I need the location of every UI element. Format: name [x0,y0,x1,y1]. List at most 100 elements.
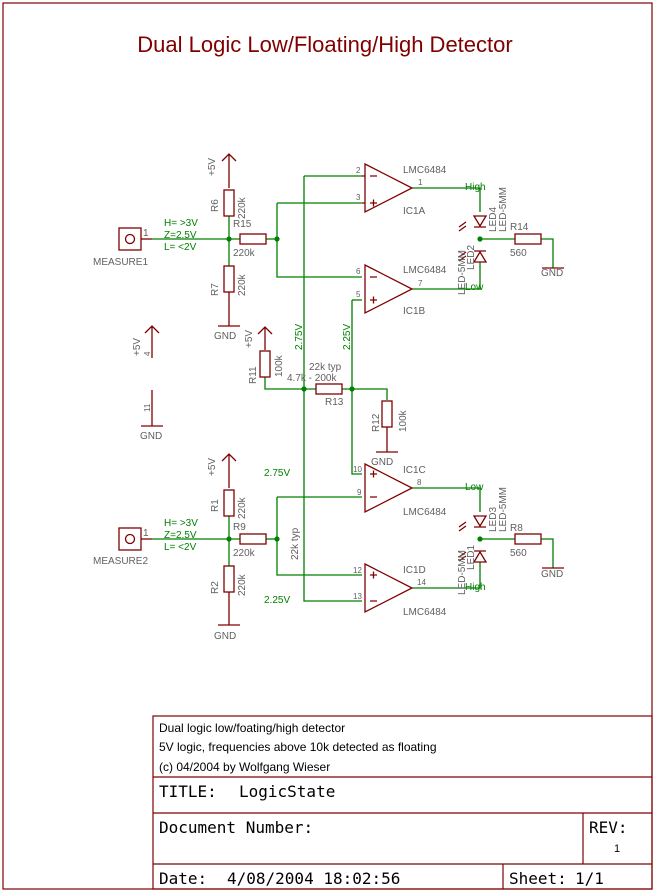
led3-name: LED3 [488,507,499,532]
measure2-level-low: L= <2V [164,542,197,553]
led1-type: LED-5MM [457,550,468,595]
ic1c-pin-8: 8 [417,478,422,487]
resistor-r8 [514,533,542,545]
ic1d-part: LMC6484 [403,607,447,618]
net-label-225: 2.25V [264,595,290,606]
r7-value: 220k [237,273,248,296]
ic1a-part: LMC6484 [403,165,447,176]
measure1-pin: 1 [143,228,149,239]
gnd-label-ic: GND [140,431,162,442]
ic1c-pin-9: 9 [357,488,362,497]
measure2-level-high: H= >3V [164,518,198,529]
measure1-level-float: Z=2.5V [164,230,197,241]
opamp-ic1a [362,162,414,214]
titleblock-desc-1: Dual logic low/foating/high detector [159,721,345,735]
r8-name: R8 [510,523,523,534]
resistor-r11 [259,350,271,378]
title-block [152,715,653,890]
vcc-label-r6: +5V [207,158,218,176]
r9-name: R9 [233,522,246,533]
ic1b-name: IC1B [403,306,426,317]
net-label-225-vertical: 2.25V [342,324,353,350]
vcc-symbol-ic [144,325,160,358]
ic1a-pin-3: 3 [356,193,361,202]
titleblock-desc-2: 5V logic, frequencies above 10k detected… [159,740,437,754]
titleblock-rev-label: REV: [589,818,628,837]
titleblock-date-label: Date: [159,869,207,888]
ic1b-pin-6: 6 [356,267,361,276]
r6-name: R6 [210,199,221,212]
resistor-r12 [381,400,393,428]
gnd-label-r7: GND [214,331,236,342]
ic1b-pin-7: 7 [418,279,423,288]
led3-type: LED-5MM [498,487,509,532]
gnd-label-r8: GND [541,569,563,580]
titleblock-title-value: LogicState [239,782,335,801]
r2-name: R2 [210,581,221,594]
titleblock-sheet-label: Sheet: [509,869,567,888]
pin-11-label: 11 [143,403,152,412]
r6-value: 220k [237,196,248,219]
ic1a-pin-2: 2 [356,166,361,175]
gnd-label-r14: GND [541,268,563,279]
ic1c-pin-10: 10 [353,465,362,474]
ic1c-part: LMC6484 [403,507,447,518]
vcc-label-r1: +5V [207,458,218,476]
led4-type: LED-5MM [498,187,509,232]
r7-name: R7 [210,283,221,296]
r13-typ-vertical: 22k typ [290,527,301,560]
diagram-title: Dual Logic Low/Floating/High Detector [137,32,512,57]
vcc-symbol-r11 [257,326,273,350]
measure1-level-low: L= <2V [164,242,197,253]
ic1a-output-label: High [465,182,486,193]
net-label-275: 2.75V [264,468,290,479]
resistor-r15 [239,233,267,245]
ic1b-part: LMC6484 [403,265,447,276]
ic1a-name: IC1A [403,206,426,217]
gnd-symbol-r12 [376,427,398,453]
r8-value: 560 [510,548,527,559]
vcc-symbol-r6 [221,153,237,188]
measure1-level-high: H= >3V [164,218,198,229]
measure2-level-float: Z=2.5V [164,530,197,541]
ic1d-pin-13: 13 [353,592,362,601]
resistor-r6 [223,189,235,217]
titleblock-sheet-value: 1/1 [575,869,604,888]
r11-name: R11 [248,366,259,384]
ic1d-output-label: High [465,582,486,593]
ic1d-name: IC1D [403,565,426,576]
opamp-ic1b [364,263,414,315]
r1-name: R1 [210,499,221,512]
ic1d-pin-14: 14 [417,578,426,587]
opamp-ic1d [364,562,414,614]
net-label-275-vertical: 2.75V [294,324,305,350]
resistor-r1 [223,489,235,517]
pin-4-label: 4 [143,351,152,356]
gnd-label-r2: GND [214,631,236,642]
gnd-symbol-ic [141,390,163,427]
vcc-label-r11: +5V [244,330,255,348]
r13-value: 4.7k - 200k [287,373,337,384]
resistor-r13 [315,383,343,395]
connector-measure2 [118,527,152,551]
r14-value: 560 [510,248,527,259]
r15-value: 220k [233,248,256,259]
connector-measure1 [118,227,152,251]
r12-value: 100k [398,409,409,432]
gnd-symbol-r7 [218,292,240,327]
r14-name: R14 [510,222,529,233]
led-led4 [458,215,488,232]
titleblock-docnum-label: Document Number: [159,818,313,837]
r13-note: 22k typ [309,362,342,373]
r15-name: R15 [233,219,252,230]
vcc-symbol-r1 [221,453,237,488]
opamp-ic1c [364,462,414,514]
r9-value: 220k [233,548,256,559]
vcc-label-ic: +5V [132,338,143,356]
ic1b-pin-5: 5 [356,290,361,299]
resistor-r9 [239,533,267,545]
ic1c-output-label: Low [465,482,484,493]
led4-name: LED4 [488,207,499,232]
led-led3 [458,515,488,532]
